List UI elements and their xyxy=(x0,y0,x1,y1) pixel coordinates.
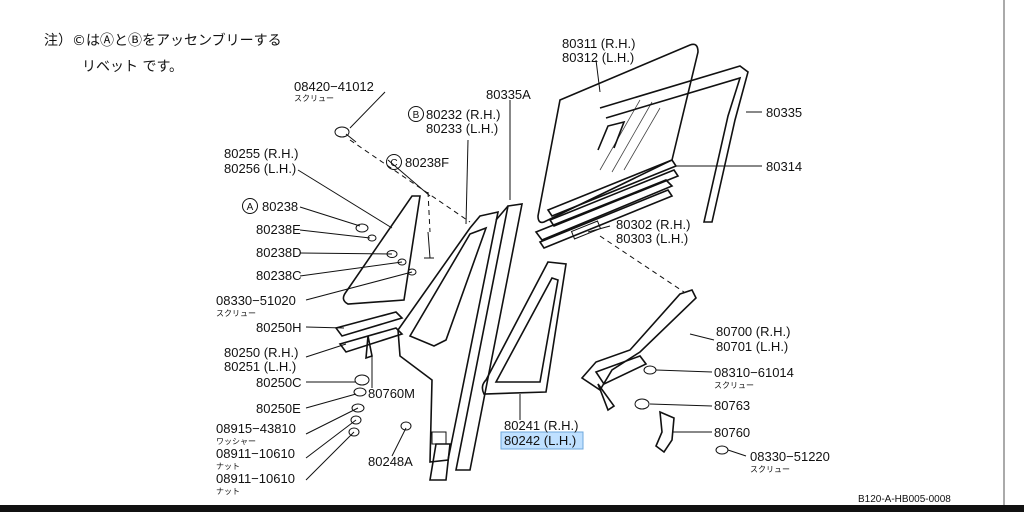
bottom-scan-band xyxy=(0,505,1024,512)
label-80248A: 80248A xyxy=(368,454,413,469)
part-labels: 08420−41012 スクリュー 80335A 80232 (R.H.) 80… xyxy=(216,36,951,505)
label-80763: 80763 xyxy=(714,398,750,413)
assembly-dashed-lines xyxy=(349,139,685,293)
mark-b-circle xyxy=(408,106,424,122)
label-80700: 80700 (R.H.) xyxy=(716,324,790,339)
label-80251: 80251 (L.H.) xyxy=(224,359,296,374)
label-08911-b: 08911−10610 xyxy=(216,471,295,486)
leader-lines xyxy=(297,59,762,481)
label-80250: 80250 (R.H.) xyxy=(224,345,298,360)
mark-c-circle xyxy=(386,154,402,170)
selected-part-highlight xyxy=(500,431,584,450)
label-08330-51020-sub: スクリュー xyxy=(216,309,256,318)
bushing-stack xyxy=(348,374,412,437)
label-08915-sub: ワッシャー xyxy=(216,437,256,446)
mark-b: B xyxy=(413,110,420,121)
label-80238C: 80238C xyxy=(256,268,302,283)
label-08420-sub: スクリュー xyxy=(294,94,334,103)
label-80242: 80242 (L.H.) xyxy=(504,433,576,448)
reference-marks: B C A xyxy=(242,106,424,214)
label-08911-a-sub: ナット xyxy=(216,462,240,471)
label-80238F: 80238F xyxy=(405,155,449,170)
division-bar-80335A xyxy=(429,203,524,481)
label-80760M: 80760M xyxy=(368,386,415,401)
mark-c: C xyxy=(390,158,397,169)
lower-channel-80302 xyxy=(534,179,674,249)
mark-a: A xyxy=(247,202,254,213)
window-glass-80311 xyxy=(537,43,699,224)
label-80311: 80311 (R.H.) xyxy=(562,36,635,51)
label-80303: 80303 (L.H.) xyxy=(616,231,688,246)
figure-code: B120-A-HB005-0008 xyxy=(858,494,951,505)
label-80256: 80256 (L.H.) xyxy=(224,161,296,176)
label-80238: 80238 xyxy=(262,199,298,214)
label-80314: 80314 xyxy=(766,159,802,174)
assembly-note-line-2: リベット です。 xyxy=(82,59,184,75)
label-08911-a: 08911−10610 xyxy=(216,446,295,461)
label-08911-b-sub: ナット xyxy=(216,487,240,496)
label-08310-sub: スクリュー xyxy=(714,381,754,390)
label-08420: 08420−41012 xyxy=(294,79,374,94)
vent-frame-80232 xyxy=(397,210,500,463)
label-80302: 80302 (R.H.) xyxy=(616,217,690,232)
label-08330-51020: 08330−51020 xyxy=(216,293,296,308)
label-80238E: 80238E xyxy=(256,222,301,237)
label-80233: 80233 (L.H.) xyxy=(426,121,498,136)
label-08330-51220: 08330−51220 xyxy=(750,449,830,464)
vent-glass-80255 xyxy=(342,195,421,305)
label-80250H: 80250H xyxy=(256,320,302,335)
label-08915: 08915−43810 xyxy=(216,421,296,436)
label-08330-51220-sub: スクリュー xyxy=(750,465,790,474)
label-80335: 80335 xyxy=(766,105,802,120)
label-08310: 08310−61014 xyxy=(714,365,794,380)
label-80238D: 80238D xyxy=(256,245,302,260)
glass-run-channel-80335 xyxy=(597,65,749,223)
assembly-note-line-1: 注）©はⒶとⒷをアッセンブリーする xyxy=(44,33,282,49)
label-80335A: 80335A xyxy=(486,87,531,102)
label-80250C: 80250C xyxy=(256,375,302,390)
mark-a-circle xyxy=(242,198,258,214)
label-80232: 80232 (R.H.) xyxy=(426,107,500,122)
label-80255: 80255 (R.H.) xyxy=(224,146,298,161)
label-80241: 80241 (R.H.) xyxy=(504,418,578,433)
label-80312: 80312 (L.H.) xyxy=(562,50,634,65)
label-80250E: 80250E xyxy=(256,401,301,416)
quarter-glass-80241 xyxy=(481,261,567,395)
label-80701: 80701 (L.H.) xyxy=(716,339,788,354)
label-80760: 80760 xyxy=(714,425,750,440)
vent-hinge-parts xyxy=(334,126,434,360)
